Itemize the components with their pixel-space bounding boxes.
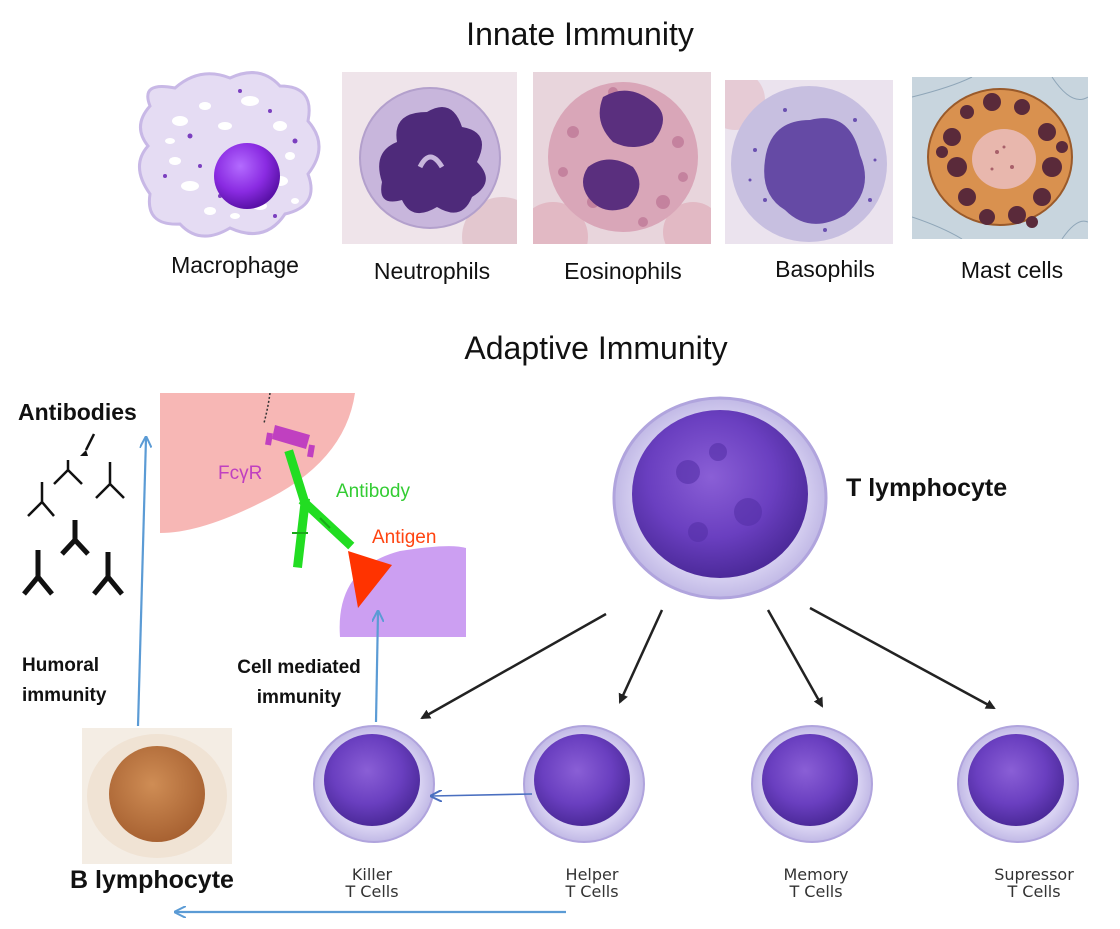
fc-receptor-inset: FcγR Antibody Antigen (160, 393, 466, 637)
suppressor-t-cell-image (954, 722, 1082, 846)
antibodies-label: Antibodies (18, 399, 137, 425)
arrow-icon (136, 438, 146, 727)
memory-t-cell-image (748, 722, 876, 846)
mast-cell-label: Mast cells (960, 257, 1064, 283)
macrophage-icon (130, 66, 330, 246)
arrow-icon (432, 794, 533, 796)
cell-mediated-immunity-label: Cell mediated immunity (237, 657, 361, 708)
antibody-icon (10, 432, 160, 607)
basophil-image (725, 80, 893, 244)
antibody-inset-label: Antibody (336, 481, 410, 502)
neutrophil-label: Neutrophils (373, 258, 491, 284)
humoral-immunity-label: Humoral immunity (22, 655, 107, 706)
arrow-icon (766, 609, 824, 708)
arrow-icon (376, 612, 378, 723)
arrow-icon (809, 606, 996, 710)
helper-t-cell-label: Helper T Cells (565, 865, 619, 901)
basophil-label: Basophils (775, 256, 875, 282)
t-lymphocyte-image (608, 392, 832, 604)
eosinophil-image (533, 72, 711, 244)
adaptive-title: Adaptive Immunity (464, 330, 728, 366)
killer-t-cell-image (310, 722, 438, 846)
t-lymphocyte-label: T lymphocyte (846, 474, 1008, 502)
helper-t-cell-image (520, 722, 648, 846)
innate-title: Innate Immunity (466, 16, 694, 52)
killer-t-cell-label: Killer T Cells (345, 865, 399, 901)
fc-receptor-label: FcγR (218, 463, 263, 484)
b-lymphocyte-image (82, 728, 232, 864)
memory-t-cell-label: Memory T Cells (783, 865, 849, 901)
macrophage-label: Macrophage (171, 252, 299, 278)
mast-cell-image (912, 77, 1088, 239)
arrow-icon (420, 612, 607, 720)
suppressor-t-cell-label: Supressor T Cells (994, 865, 1074, 901)
antigen-label: Antigen (372, 527, 437, 548)
b-lymphocyte-label: B lymphocyte (70, 866, 234, 894)
neutrophil-image (342, 72, 517, 244)
arrow-icon (618, 609, 664, 704)
eosinophil-label: Eosinophils (564, 258, 682, 284)
